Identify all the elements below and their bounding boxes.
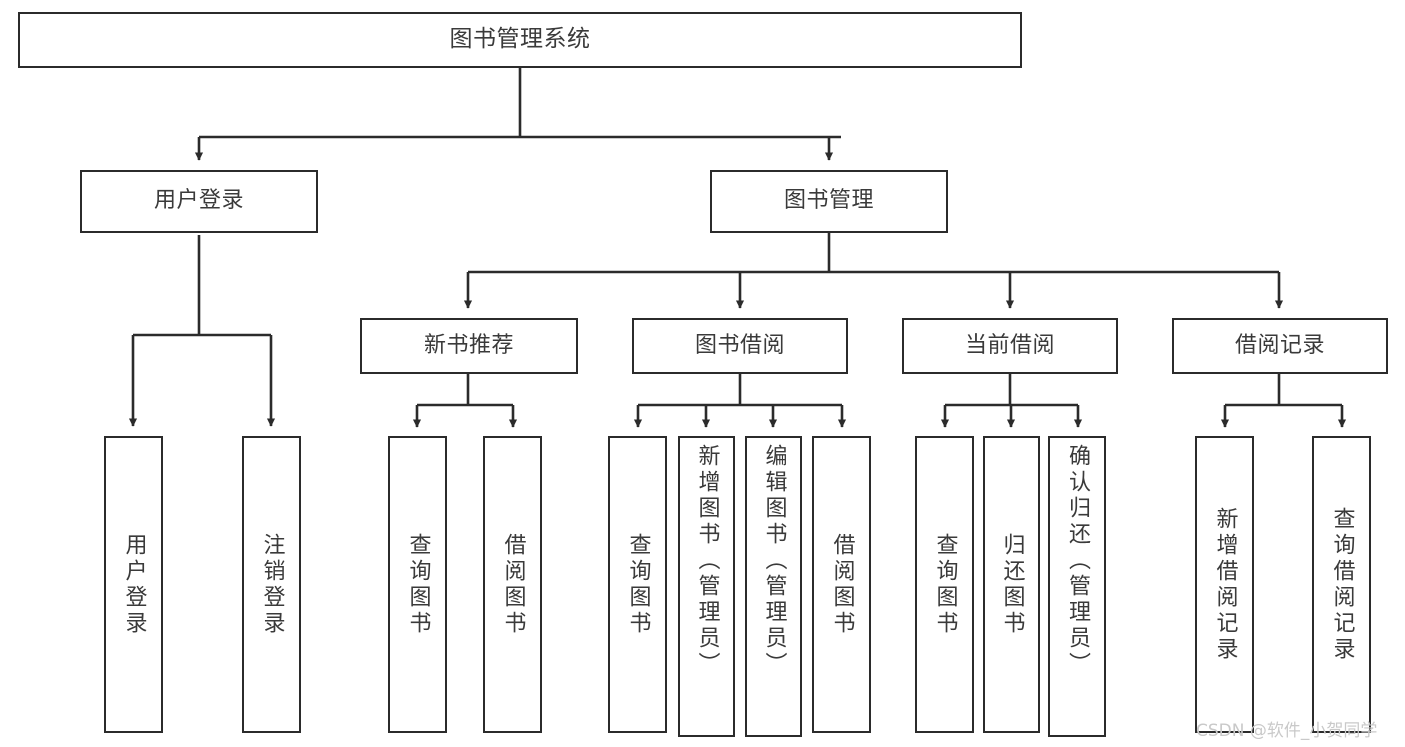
- node-user-login-label: 用户登录: [153, 188, 244, 214]
- node-root-label: 图书管理系统: [449, 26, 591, 53]
- node-borrow-record[interactable]: 借阅记录: [1172, 318, 1388, 374]
- node-book-manage-label: 图书管理: [783, 188, 874, 214]
- node-root[interactable]: 图书管理系统: [18, 12, 1022, 68]
- node-new-book-recommend[interactable]: 新书推荐: [360, 318, 578, 374]
- leaf-query-book-1-label: 查询图书: [405, 532, 431, 637]
- leaf-query-book-3[interactable]: 查询图书: [915, 436, 974, 733]
- leaf-confirm-return-label: 确认归还（管理员）: [1065, 444, 1090, 678]
- leaf-return-book[interactable]: 归还图书: [983, 436, 1040, 733]
- leaf-edit-book-label: 编辑图书（管理员）: [761, 444, 787, 678]
- leaf-edit-book[interactable]: 编辑图书（管理员）: [745, 436, 802, 737]
- node-borrow-record-label: 借阅记录: [1234, 332, 1325, 358]
- leaf-add-record-label: 新增借阅记录: [1212, 506, 1238, 663]
- leaf-return-book-label: 归还图书: [999, 532, 1025, 637]
- leaf-query-book-2[interactable]: 查询图书: [608, 436, 667, 733]
- leaf-add-record[interactable]: 新增借阅记录: [1195, 436, 1254, 733]
- node-book-borrow[interactable]: 图书借阅: [632, 318, 848, 374]
- leaf-add-book[interactable]: 新增图书（管理员）: [678, 436, 735, 737]
- leaf-logout-login[interactable]: 注销登录: [242, 436, 301, 733]
- node-current-borrow-label: 当前借阅: [964, 332, 1055, 358]
- leaf-query-record-label: 查询借阅记录: [1329, 506, 1355, 663]
- leaf-user-login-label: 用户登录: [121, 532, 147, 637]
- leaf-confirm-return[interactable]: 确认归还（管理员）: [1048, 436, 1106, 737]
- leaf-borrow-book-1[interactable]: 借阅图书: [483, 436, 542, 733]
- leaf-logout-login-label: 注销登录: [259, 532, 285, 637]
- node-book-manage[interactable]: 图书管理: [710, 170, 948, 233]
- leaf-borrow-book-2[interactable]: 借阅图书: [812, 436, 871, 733]
- node-new-book-recommend-label: 新书推荐: [423, 332, 514, 358]
- csdn-watermark: CSDN @软件_小贺同学: [1196, 721, 1378, 741]
- leaf-add-book-label: 新增图书（管理员）: [694, 444, 720, 678]
- leaf-borrow-book-1-label: 借阅图书: [500, 532, 526, 637]
- leaf-query-record[interactable]: 查询借阅记录: [1312, 436, 1371, 733]
- leaf-borrow-book-2-label: 借阅图书: [829, 532, 855, 637]
- node-current-borrow[interactable]: 当前借阅: [902, 318, 1118, 374]
- leaf-user-login[interactable]: 用户登录: [104, 436, 163, 733]
- leaf-query-book-1[interactable]: 查询图书: [388, 436, 447, 733]
- node-user-login[interactable]: 用户登录: [80, 170, 318, 233]
- leaf-query-book-2-label: 查询图书: [625, 532, 651, 637]
- node-book-borrow-label: 图书借阅: [694, 332, 785, 358]
- leaf-query-book-3-label: 查询图书: [932, 532, 958, 637]
